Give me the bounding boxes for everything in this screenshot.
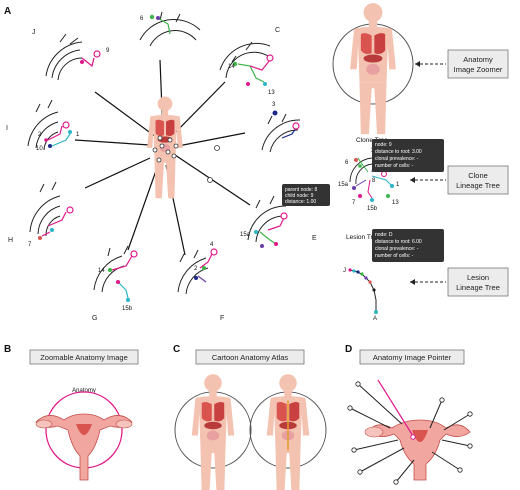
tree-c[interactable]: C 14 13	[219, 27, 280, 96]
node-label: 14	[228, 64, 235, 70]
anatomy-caption: Anatomy	[72, 388, 96, 394]
svg-text:node: 9: node: 9	[375, 142, 392, 148]
tree-c-top[interactable]: 6	[139, 11, 201, 47]
svg-text:Zoomable Anatomy Image: Zoomable Anatomy Image	[40, 353, 128, 362]
svg-text:Clone: Clone	[468, 171, 488, 180]
svg-text:Lineage Tree: Lineage Tree	[456, 283, 500, 292]
node-label: 13	[268, 90, 275, 96]
svg-text:6: 6	[345, 160, 349, 166]
node-label: 2	[194, 266, 198, 272]
pointer-endpoints[interactable]	[347, 381, 473, 485]
svg-text:Anatomy Image Pointer: Anatomy Image Pointer	[373, 353, 452, 362]
label-box-image-pointer: Anatomy Image Pointer	[359, 349, 465, 365]
svg-text:node: D: node: D	[375, 232, 393, 238]
zoomable-uterus[interactable]	[35, 391, 133, 481]
tree-e[interactable]: 15a E parent node: 8 child node: 9 dista…	[240, 184, 330, 248]
label-box-lesion-lineage: Lesion Lineage Tree	[447, 267, 509, 297]
tree-i[interactable]: I 2 10 1	[6, 99, 80, 152]
label-box-cartoon-atlas: Cartoon Anatomy Atlas	[195, 349, 305, 365]
pointer-lines	[349, 383, 471, 483]
node-label: 15b	[122, 306, 133, 312]
tooltip-clone-node: node: 9 distance to root: 3.00 clonal pr…	[372, 139, 444, 172]
svg-text:distance to root: 3.00: distance to root: 3.00	[375, 149, 422, 155]
atlas-figure-2[interactable]	[249, 374, 327, 490]
label-box-anatomy-zoomer: Anatomy Image Zoomer	[447, 49, 509, 79]
panel-label-c: C	[173, 344, 180, 355]
node-label: 10	[36, 146, 43, 152]
anatomy-zoomer[interactable]	[332, 3, 414, 135]
tree-e-upper[interactable]: 3	[261, 102, 301, 153]
node-label: 9	[106, 48, 110, 54]
label-box-clone-lineage: Clone Lineage Tree	[447, 165, 509, 195]
tooltip-parent-child: parent node: 8 child node: 9 distance: 1…	[282, 184, 330, 206]
svg-text:15a: 15a	[338, 182, 349, 188]
svg-text:Anatomy: Anatomy	[463, 55, 493, 64]
svg-text:13: 13	[392, 200, 399, 206]
svg-text:clonal prevalence: -: clonal prevalence: -	[375, 156, 419, 162]
svg-text:1: 1	[396, 182, 400, 188]
svg-text:15b: 15b	[367, 206, 378, 212]
panel-label-d: D	[345, 344, 352, 355]
tooltip-lesion-node: node: D distance to root: 6.00 clonal pr…	[372, 229, 444, 262]
svg-text:clonal prevalence: -: clonal prevalence: -	[375, 246, 419, 252]
svg-text:parent node: 8: parent node: 8	[285, 187, 317, 193]
tree-label-i: I	[6, 125, 8, 132]
node-label: 2	[38, 132, 42, 138]
node-label: 3	[272, 102, 276, 108]
node-label: 6	[140, 16, 144, 22]
svg-text:Lineage Tree: Lineage Tree	[456, 181, 500, 190]
tree-label-e: E	[312, 235, 317, 242]
lesion-tree-title: Lesion Tree	[346, 234, 380, 241]
svg-text:Cartoon Anatomy Atlas: Cartoon Anatomy Atlas	[212, 353, 289, 362]
tree-f[interactable]: 4 2 F	[177, 242, 224, 322]
label-box-zoomable: Zoomable Anatomy Image	[29, 349, 139, 365]
svg-text:7: 7	[352, 200, 356, 206]
svg-text:number of cells: -: number of cells: -	[375, 163, 414, 169]
svg-text:8: 8	[372, 178, 376, 184]
central-anatomy	[74, 59, 251, 256]
lesion-tree[interactable]: J A	[343, 268, 378, 322]
tree-label-f: F	[220, 315, 224, 322]
tree-label-j: J	[32, 29, 36, 36]
tree-g[interactable]: 14 15b G	[92, 245, 138, 322]
svg-text:J: J	[343, 268, 346, 274]
node-label: 7	[28, 242, 32, 248]
tree-label-c: C	[275, 27, 280, 34]
node-label: 15a	[240, 232, 251, 238]
panel-label-b: B	[4, 344, 11, 355]
svg-text:distance to root: 6.00: distance to root: 6.00	[375, 239, 422, 245]
tree-label-g: G	[92, 315, 97, 322]
tree-j[interactable]: J 9	[32, 29, 110, 81]
svg-text:child node: 9: child node: 9	[285, 193, 314, 199]
node-label: 14	[98, 268, 105, 274]
pointer-uterus[interactable]	[364, 419, 471, 481]
svg-text:A: A	[373, 316, 377, 322]
svg-text:distance: 1.00: distance: 1.00	[285, 199, 316, 205]
tree-label-h: H	[8, 237, 13, 244]
node-label: 4	[210, 242, 214, 248]
node-label: 1	[76, 132, 80, 138]
panel-label-a: A	[4, 6, 11, 17]
active-pointer-line	[377, 379, 414, 437]
tree-h[interactable]: H 7	[8, 181, 74, 248]
atlas-figure-1[interactable]	[174, 374, 252, 490]
svg-text:Lesion: Lesion	[467, 273, 489, 282]
svg-text:number of cells: -: number of cells: -	[375, 253, 414, 259]
svg-text:Image Zoomer: Image Zoomer	[454, 65, 503, 74]
